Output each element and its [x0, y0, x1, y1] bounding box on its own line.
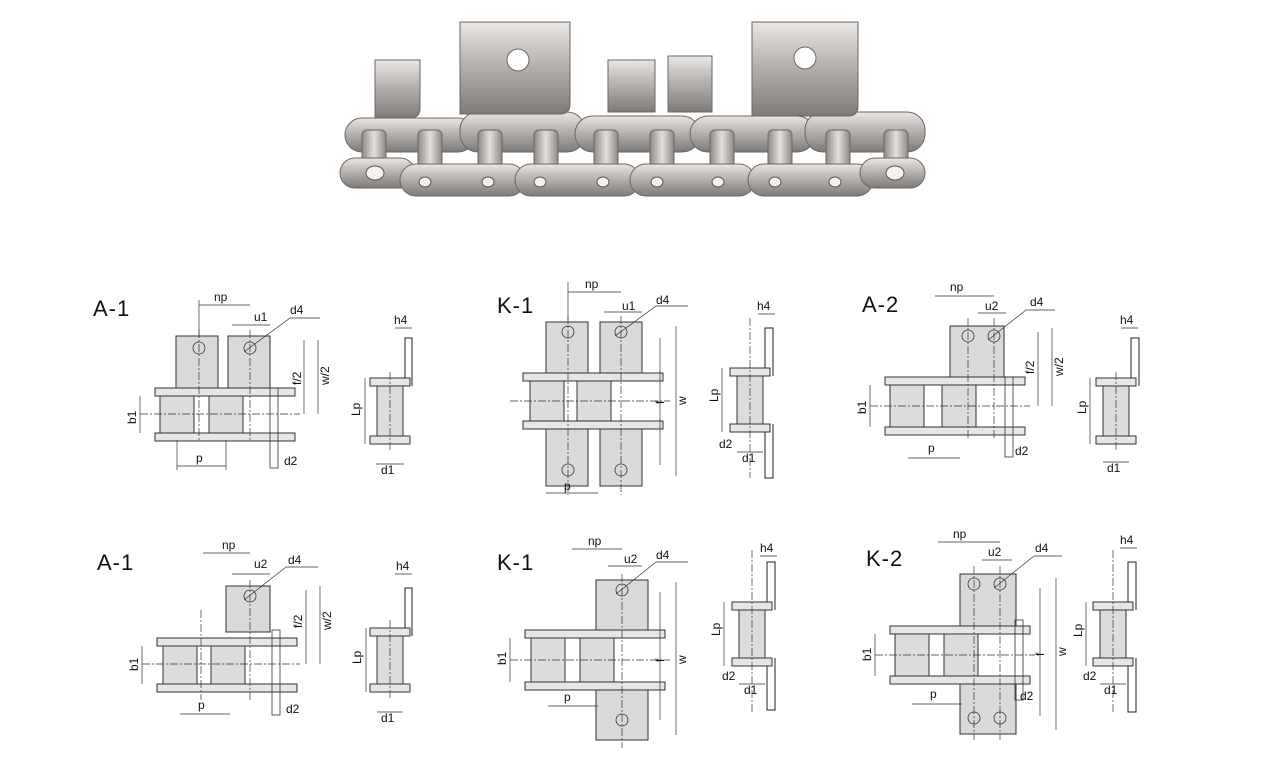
label-d1: d1	[744, 683, 758, 697]
label-u: u2	[988, 545, 1002, 559]
label-f: f	[1033, 652, 1047, 656]
label-d4: d4	[656, 548, 670, 562]
label-h4: h4	[760, 541, 774, 555]
label-p: p	[196, 451, 203, 465]
label-Lp: Lp	[349, 402, 363, 416]
label-d4: d4	[288, 553, 302, 567]
label-h4: h4	[1120, 313, 1134, 327]
label-b1: b1	[127, 657, 141, 671]
label-np: np	[214, 290, 228, 304]
label-d2: d2	[1020, 689, 1034, 703]
diagram-title: A-1	[97, 550, 134, 575]
label-d1: d1	[381, 463, 395, 477]
label-np: np	[953, 527, 967, 541]
label-w: w/2	[320, 611, 334, 631]
label-Lp: Lp	[350, 650, 364, 664]
label-p: p	[564, 690, 571, 704]
label-b1: b1	[860, 647, 874, 661]
label-f: f	[653, 658, 667, 662]
label-w: w	[1055, 647, 1069, 657]
label-w: w/2	[1052, 357, 1066, 377]
label-u: u2	[254, 557, 268, 571]
label-np: np	[222, 538, 236, 552]
label-d2: d2	[1015, 444, 1029, 458]
diagram-a1-top: A-1 np u1 d4 f/2 w/2 b1 p d2	[93, 290, 413, 477]
label-w: w	[675, 655, 689, 665]
label-d2: d2	[719, 437, 733, 451]
label-b1: b1	[495, 651, 509, 665]
label-h4: h4	[1120, 533, 1134, 547]
label-d4: d4	[290, 303, 304, 317]
label-u: u2	[985, 299, 999, 313]
label-u: u1	[622, 299, 636, 313]
label-b1: b1	[125, 410, 139, 424]
label-Lp: Lp	[1071, 623, 1085, 637]
label-np: np	[950, 280, 964, 294]
diagram-title: K-1	[497, 550, 534, 575]
label-b1: b1	[855, 400, 869, 414]
label-h4: h4	[757, 299, 771, 313]
label-u: u2	[624, 552, 638, 566]
label-d2: d2	[286, 702, 300, 716]
label-Lp: Lp	[709, 622, 723, 636]
label-np: np	[588, 534, 602, 548]
label-d1: d1	[381, 711, 395, 725]
label-h4: h4	[396, 559, 410, 573]
label-p: p	[928, 441, 935, 455]
label-h4: h4	[394, 313, 408, 327]
label-np: np	[585, 277, 599, 291]
diagram-a1-bottom: A-1 np u2 d4 f/2 w/2 b1 p d2 h4	[97, 538, 413, 725]
label-Lp: Lp	[1075, 400, 1089, 414]
diagram-k2-bottom: K-2 np u2 d4 f w b1 p d2	[860, 527, 1137, 740]
label-d1: d1	[742, 451, 756, 465]
label-d2: d2	[1083, 669, 1097, 683]
diagram-title: K-1	[497, 293, 534, 318]
diagram-title: K-2	[866, 546, 903, 571]
diagram-k1-top: K-1 np u1 d4 f w p	[497, 277, 775, 495]
diagram-a2-top: A-2 np u2 d4 f/2 w/2 b1 p d2 h4	[855, 280, 1140, 475]
chain-photo	[339, 21, 926, 197]
label-p: p	[198, 698, 205, 712]
label-p: p	[564, 479, 571, 493]
diagram-k1-bottom: K-1 np u2 d4 f w b1 p h4 Lp	[495, 534, 777, 748]
label-d2: d2	[722, 669, 736, 683]
label-u: u1	[254, 310, 268, 324]
label-f: f/2	[1023, 360, 1037, 374]
label-Lp: Lp	[707, 388, 721, 402]
label-d4: d4	[656, 293, 670, 307]
label-d2: d2	[284, 454, 298, 468]
label-w: w	[675, 396, 689, 406]
label-f: f/2	[291, 614, 305, 628]
label-f: f	[653, 400, 667, 404]
diagram-title: A-2	[862, 292, 899, 317]
chain-pin-heads	[365, 165, 905, 188]
label-d1: d1	[1107, 461, 1121, 475]
chain-attachment-tabs	[374, 21, 859, 119]
label-d1: d1	[1104, 683, 1118, 697]
label-p: p	[930, 687, 937, 701]
label-f: f/2	[290, 371, 304, 385]
label-w: w/2	[318, 366, 332, 386]
label-d4: d4	[1030, 295, 1044, 309]
label-d4: d4	[1035, 541, 1049, 555]
diagram-title: A-1	[93, 296, 130, 321]
